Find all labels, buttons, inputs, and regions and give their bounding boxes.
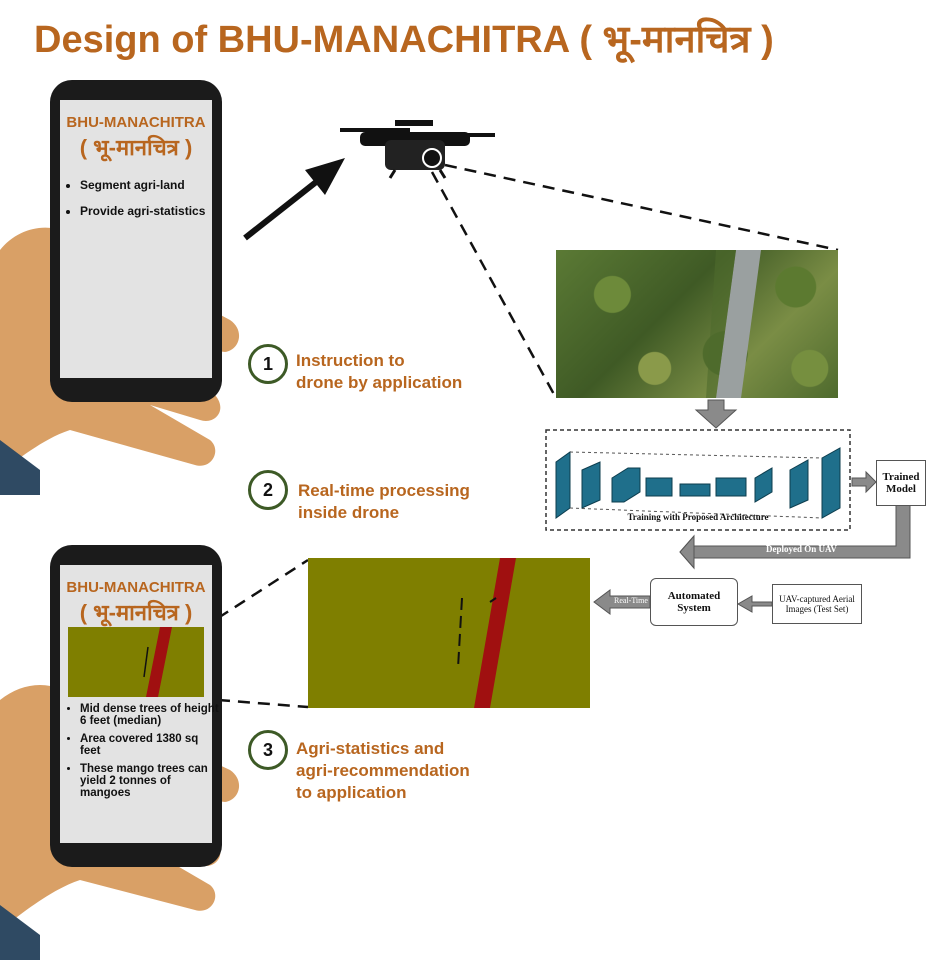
phone-top: BHU-MANACHITRA ( भू-मानचित्र ) Segment a… [50, 80, 222, 402]
phone-bottom: BHU-MANACHITRA ( भू-मानचित्र ) Mid dense… [50, 545, 222, 867]
phone-bottom-screen: BHU-MANACHITRA ( भू-मानचित्र ) Mid dense… [60, 565, 219, 843]
page-title: Design of BHU-MANACHITRA ( भू-मानचित्र ) [34, 19, 774, 61]
phone-bottom-bullet-list: Mid dense trees of height 6 feet (median… [66, 703, 220, 805]
phone-top-screen: BHU-MANACHITRA ( भू-मानचित्र ) Segment a… [60, 100, 212, 378]
step-1-circle: 1 [248, 344, 288, 384]
architecture-label: Training with Proposed Architecture [627, 512, 769, 522]
list-item: These mango trees can yield 2 tonnes of … [80, 763, 220, 799]
list-item: Mid dense trees of height 6 feet (median… [80, 703, 220, 727]
phone-top-app-name-hindi: ( भू-मानचित्र ) [79, 135, 193, 160]
list-item: Area covered 1380 sq feet [80, 733, 220, 757]
deployed-label: Deployed On UAV [766, 544, 837, 554]
cnn-architecture [555, 447, 841, 519]
phone-top-app-name: BHU-MANACHITRA [66, 114, 206, 131]
list-item: Segment agri-land [80, 178, 220, 192]
trained-model-box: Trained Model [876, 460, 926, 506]
step-2-circle: 2 [248, 470, 288, 510]
drone-icon [340, 120, 495, 179]
phone-segmentation-preview [68, 627, 204, 697]
arrow-icon [243, 158, 345, 241]
phone-top-bullet-list: Segment agri-land Provide agri-statistic… [66, 178, 220, 230]
step-2-text: Real-time processing inside drone [298, 481, 470, 522]
realtime-label: Real-Time [614, 596, 648, 605]
list-item: Provide agri-statistics [80, 204, 220, 218]
test-images-box: UAV-captured Aerial Images (Test Set) [772, 584, 862, 624]
step-3-text: Agri-statistics and agri-recommendation … [296, 739, 470, 802]
step-3-circle: 3 [248, 730, 288, 770]
automated-system-box: Automated System [650, 578, 738, 626]
phone-bottom-app-name: BHU-MANACHITRA [66, 579, 206, 596]
step-1-text: Instruction to drone by application [296, 351, 463, 392]
aerial-image [556, 250, 838, 398]
phone-bottom-app-name-hindi: ( भू-मानचित्र ) [79, 600, 193, 625]
segmentation-output [308, 558, 590, 708]
